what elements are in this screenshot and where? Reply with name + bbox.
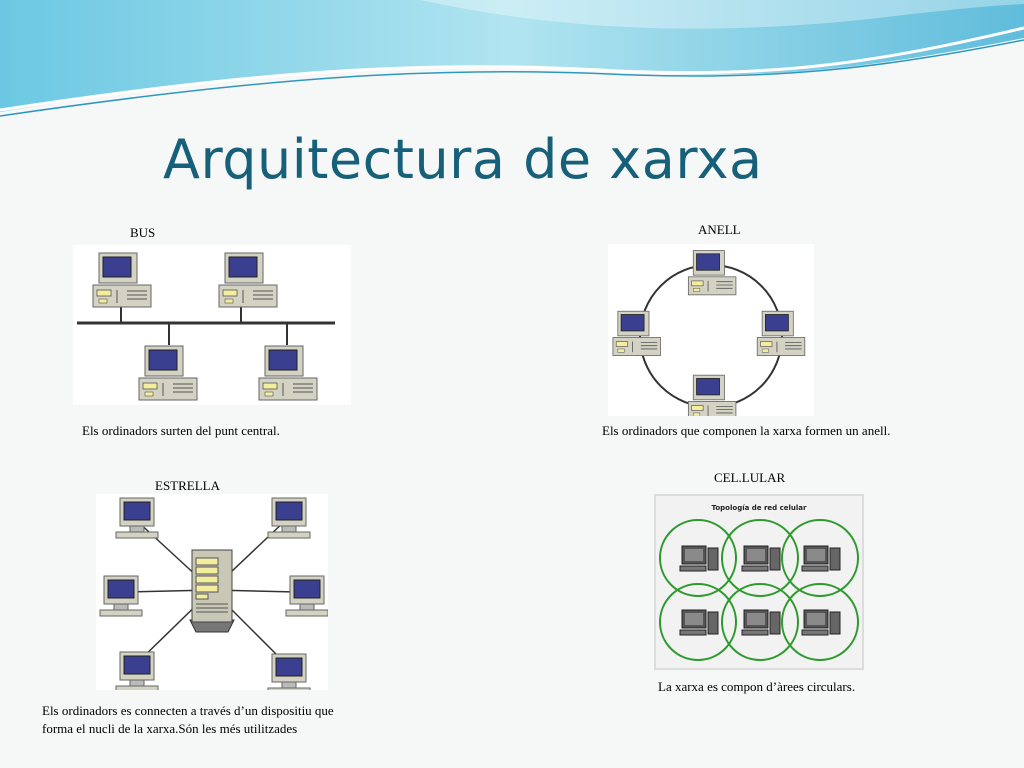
header-wave-decoration bbox=[0, 0, 1024, 117]
slide-title: Arquitectura de xarxa bbox=[163, 128, 763, 191]
ring-caption: Els ordinadors que componen la xarxa for… bbox=[602, 423, 891, 438]
cellular-image-title: Topología de red celular bbox=[712, 504, 807, 512]
star-caption: Els ordinadors es connecten a través d’u… bbox=[42, 702, 402, 738]
cellular-topology-diagram: Topología de red celular bbox=[656, 496, 862, 668]
cellular-label: CEL.LULAR bbox=[714, 470, 786, 485]
bus-topology-diagram bbox=[73, 245, 351, 405]
star-label: ESTRELLA bbox=[155, 478, 220, 493]
ring-label: ANELL bbox=[698, 222, 741, 237]
ring-topology-diagram bbox=[608, 244, 814, 416]
star-topology-diagram bbox=[96, 494, 328, 690]
star-caption-line-1: Els ordinadors es connecten a través d’u… bbox=[42, 703, 334, 718]
bus-label: BUS bbox=[130, 225, 156, 240]
cellular-caption: La xarxa es compon d’àrees circulars. bbox=[658, 679, 856, 694]
star-caption-line-2: forma el nucli de la xarxa.Són les més u… bbox=[42, 721, 298, 736]
bus-caption: Els ordinadors surten del punt central. bbox=[82, 423, 280, 438]
